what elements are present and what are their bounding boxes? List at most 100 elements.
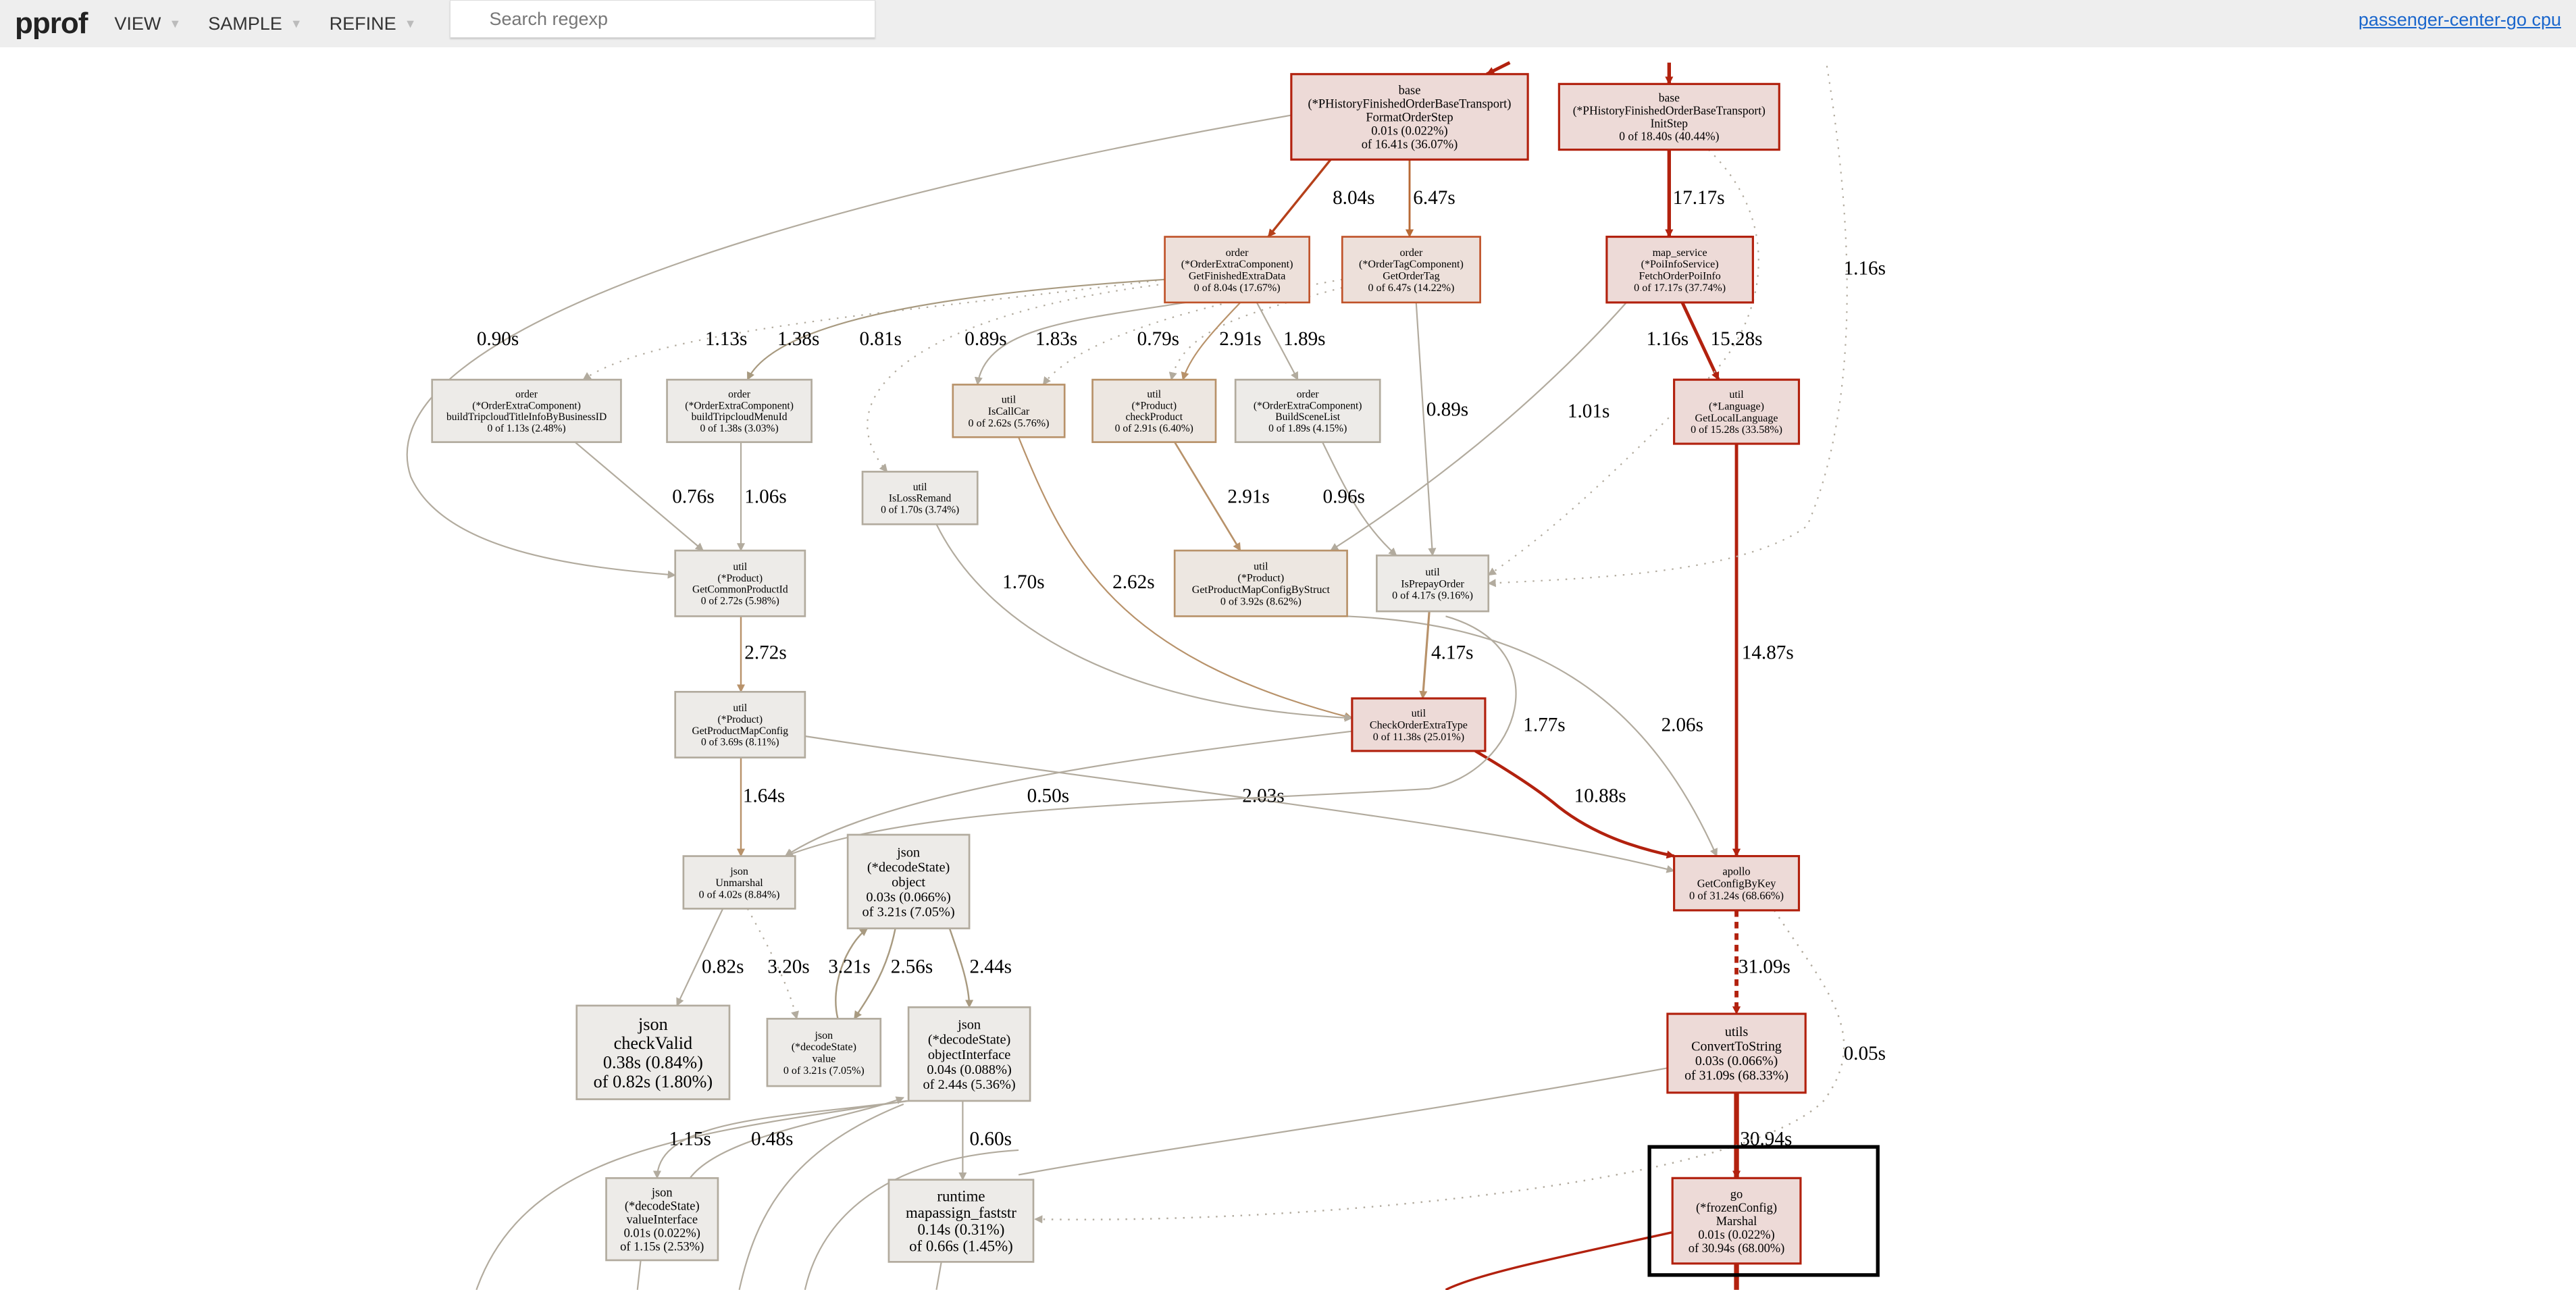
edge[interactable]: 2.91s [1174,441,1270,552]
edge-label: 2.06s [1661,715,1703,736]
edge[interactable]: 3.21s [828,927,871,1019]
edge[interactable]: 0.48s [689,1096,904,1179]
node-getfinishedextradata[interactable]: order(*OrderExtraComponent)GetFinishedEx… [1164,236,1310,304]
edge[interactable]: 0.76s [574,441,715,551]
edge[interactable]: 2.56s [853,928,933,1020]
edge-label: 4.17s [1431,642,1473,664]
edge-path [935,1262,942,1290]
edge[interactable]: 1.89s [1256,302,1326,381]
edge[interactable]: 30.94s [1732,1092,1792,1179]
edge-label: 14.87s [1742,642,1794,664]
edge[interactable]: 2.62s [1018,436,1354,721]
node-initstep[interactable]: base(*PHistoryFinishedOrderBaseTransport… [1557,82,1780,151]
edge[interactable]: 8.04s [1267,159,1375,238]
menu-sample[interactable]: SAMPLE▼ [208,14,302,34]
node-label-line: 0 of 3.69s (8.11%) [701,737,779,748]
edge[interactable]: 0.82s [676,908,744,1007]
search-box[interactable] [450,0,876,38]
edge[interactable]: 1.15s [652,1100,909,1179]
node-label-line: (*PHistoryFinishedOrderBaseTransport) [1573,104,1766,118]
node-buildtripcloudmenuid[interactable]: order(*OrderExtraComponent)buildTripclou… [666,378,813,443]
edge[interactable]: 1.01s [1330,302,1627,552]
node-box [1091,378,1217,443]
edge-label: 10.88s [1574,785,1626,806]
node-label-line: of 16.41s (36.07%) [1362,137,1458,151]
menu-refine[interactable]: REFINE▼ [330,14,417,34]
edge[interactable]: 0.79s [1137,286,1343,381]
edge[interactable]: 4.17s [1419,611,1473,700]
edge[interactable]: 15.28s [1680,301,1763,381]
node-box [605,1177,719,1262]
edge[interactable]: 2.72s [736,616,787,693]
edge[interactable]: 1.83s [1035,278,1343,386]
profile-title-link[interactable]: passenger-center-go cpu [2358,9,2561,30]
edge[interactable]: 14.87s [1732,444,1794,857]
edge[interactable]: 0.89s [964,301,1187,386]
edge-label: 1.13s [705,328,747,350]
node-buildscenelist[interactable]: order(*OrderExtraComponent)BuildSceneLis… [1234,378,1381,443]
node-fetchorderpoiinfo[interactable]: map_service(*PoiInfoService)FetchOrderPo… [1605,235,1754,304]
edge[interactable]: 3.20s [746,908,810,1020]
caret-down-icon: ▼ [404,16,417,30]
edge[interactable]: 1.13s [582,278,1165,381]
edge[interactable]: 2.06s [1347,615,1718,857]
node-buildtripcloudtitleinfobybusinessid[interactable]: order(*OrderExtraComponent)buildTripclou… [431,378,622,443]
edge[interactable]: 0.89s [1415,302,1468,557]
edge-path [804,1149,1019,1290]
edge[interactable]: 0.96s [1322,442,1397,557]
edge[interactable]: 0.50s [784,730,1352,857]
edge-path [1415,302,1437,557]
edge[interactable]: 1.77s [784,615,1566,858]
node-label-line: 0.01s (0.022%) [1371,124,1447,138]
edge[interactable]: 1.16s [1487,149,1759,576]
menu-view[interactable]: VIEW▼ [114,14,181,34]
edge[interactable]: 0.60s [958,1100,1012,1181]
edge[interactable]: 1.16s [1487,66,1886,588]
edge[interactable]: 1.64s [736,757,785,857]
caret-down-icon: ▼ [290,16,303,30]
edge[interactable]: 2.03s [804,735,1675,873]
edge[interactable]: 17.17s [1665,149,1725,238]
edge-label: 8.04s [1333,187,1374,209]
edge-path [1445,1231,1673,1290]
node-label-line: util [1002,394,1016,406]
edge[interactable]: 2.44s [948,928,1012,1008]
edge[interactable]: 1.70s [935,523,1354,722]
node-box [1376,554,1490,613]
edge-path [1267,159,1332,238]
edge[interactable]: 10.88s [1474,750,1675,859]
edge[interactable]: 31.09s [1732,910,1791,1015]
edge[interactable]: 6.47s [1405,159,1456,238]
node-label-line: 0.03s (0.066%) [866,889,950,904]
edge[interactable]: 1.06s [736,442,787,552]
edge-label: 1.70s [1002,571,1044,593]
node-label-line: 0 of 8.04s (17.67%) [1194,282,1281,294]
edge[interactable]: 0.81s [860,282,1175,473]
search-input[interactable] [488,7,875,30]
pprof-logo[interactable]: pprof [15,7,88,40]
edge[interactable]: 2.91s [1181,302,1262,381]
edge[interactable]: 1.38s [746,278,1165,381]
node-getproductmapconfigbystruct[interactable]: util(*Product)GetProductMapConfigByStruc… [1173,549,1348,617]
node-formatorderstep[interactable]: base(*PHistoryFinishedOrderBaseTransport… [1290,73,1529,161]
